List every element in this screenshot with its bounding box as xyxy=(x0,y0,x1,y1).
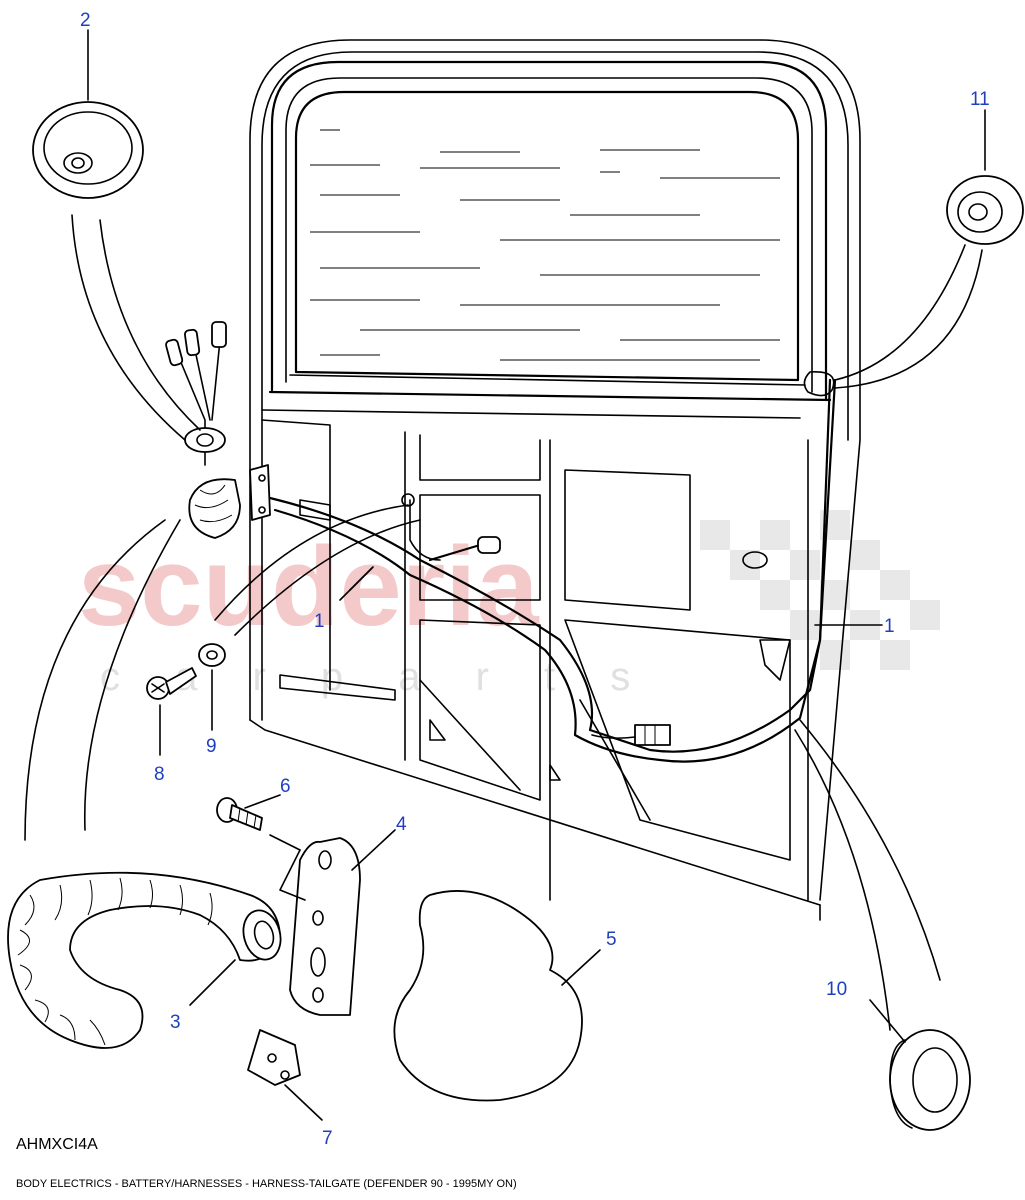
callout-2: 2 xyxy=(80,10,91,31)
screw-part-8 xyxy=(146,667,197,700)
watermark: scuderia c a r p a r t s xyxy=(78,510,940,699)
clip-part-7 xyxy=(247,1029,301,1086)
callout-1-right: 1 xyxy=(884,616,895,637)
diagram-caption: BODY ELECTRICS - BATTERY/HARNESSES - HAR… xyxy=(16,1178,517,1190)
callout-4: 4 xyxy=(396,814,407,835)
callout-1-left: 1 xyxy=(314,611,325,632)
washer-part-9 xyxy=(198,643,226,667)
callout-10: 10 xyxy=(826,979,847,1000)
callout-11: 11 xyxy=(970,89,990,110)
watermark-brand: scuderia xyxy=(78,524,539,649)
grommet-part-11 xyxy=(946,175,1024,245)
screw-part-6 xyxy=(216,797,263,831)
callout-9: 9 xyxy=(206,736,217,757)
callout-7: 7 xyxy=(322,1128,333,1149)
harness-tailgate xyxy=(268,371,837,763)
callout-6: 6 xyxy=(280,776,291,797)
bracket-part-4 xyxy=(289,837,361,1016)
convoluted-tube-part-3 xyxy=(7,871,282,1049)
figure-code: AHMXCI4A xyxy=(16,1136,98,1153)
watermark-flag-icon xyxy=(700,510,940,670)
grommet-part-10 xyxy=(889,1029,971,1131)
callout-8: 8 xyxy=(154,764,165,785)
harness-leads xyxy=(165,321,271,539)
callout-3: 3 xyxy=(170,1012,181,1033)
grommet-part-2 xyxy=(32,101,144,199)
tailgate-panel xyxy=(249,39,861,921)
cover-part-5 xyxy=(393,890,583,1102)
callout-5: 5 xyxy=(606,929,617,950)
leader-lines xyxy=(24,29,986,1121)
